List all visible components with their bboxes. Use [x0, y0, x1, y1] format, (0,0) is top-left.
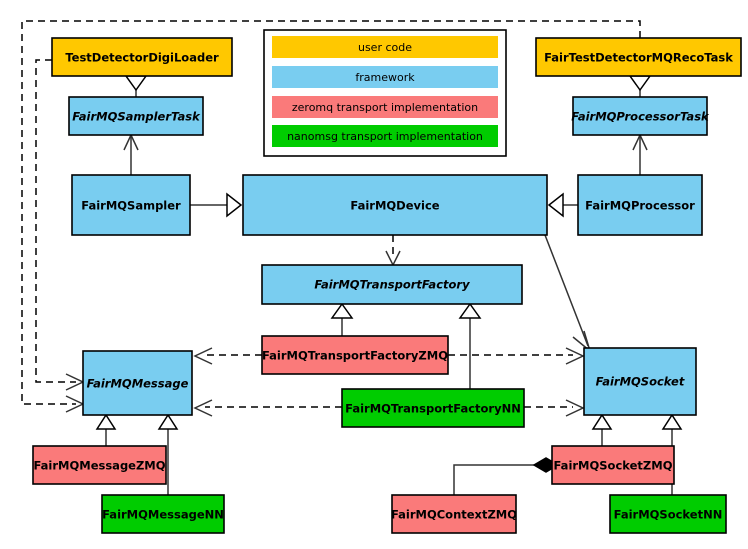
- node-label-fairmqmessagenn: FairMQMessageNN: [102, 508, 224, 522]
- node-fairmqsocketzmq[interactable]: FairMQSocketZMQ: [551, 445, 675, 485]
- node-fairmqtransportfactory[interactable]: FairMQTransportFactory: [261, 264, 523, 305]
- node-fairmqprocessortask[interactable]: FairMQProcessorTask: [571, 96, 710, 136]
- node-fairmqmessagezmq[interactable]: FairMQMessageZMQ: [32, 445, 167, 485]
- node-label-fairmqmessagezmq: FairMQMessageZMQ: [33, 459, 165, 473]
- node-box-fairmqprocessor[interactable]: [577, 174, 703, 236]
- legend-swatch-framework: [272, 66, 498, 88]
- legend-swatch-user-code: [272, 36, 498, 58]
- node-box-fairmqsocketnn[interactable]: [609, 494, 727, 534]
- node-fairmqtransportfactorynn[interactable]: FairMQTransportFactoryNN: [341, 388, 525, 428]
- node-fairmqcontextzmq[interactable]: FairMQContextZMQ: [391, 494, 517, 534]
- node-fairmqsocket[interactable]: FairMQSocket: [583, 347, 697, 416]
- arrowhead-tfnn-to-socket: [565, 399, 585, 417]
- legend-item-framework: framework: [272, 66, 498, 88]
- legend-item-nanomsg: nanomsg transport implementation: [272, 125, 498, 147]
- arrowhead-tfzmq-to-socket: [565, 347, 585, 365]
- node-box-fairmqsamplertask[interactable]: [68, 96, 204, 136]
- node-fairmqprocessor[interactable]: FairMQProcessor: [577, 174, 703, 236]
- node-box-fairmqdevice[interactable]: [242, 174, 548, 236]
- arrowhead-messagenn-to-message: [157, 413, 179, 430]
- node-layer: TestDetectorDigiLoader FairTestDetectorM…: [32, 37, 742, 534]
- node-label-fairmqtransportfactorynn: FairMQTransportFactoryNN: [345, 402, 521, 416]
- arrowhead-socketzmq-to-socket: [591, 413, 613, 430]
- legend-item-zeromq: zeromq transport implementation: [272, 96, 498, 118]
- legend-swatch-nanomsg: [272, 125, 498, 147]
- node-label-fairmqsampler: FairMQSampler: [81, 199, 181, 213]
- node-testdetectordigiloader[interactable]: TestDetectorDigiLoader: [51, 37, 233, 77]
- node-box-fairmqmessagezmq[interactable]: [32, 445, 167, 485]
- node-box-testdetectordigiloader[interactable]: [51, 37, 233, 77]
- legend-label-nanomsg: nanomsg transport implementation: [287, 130, 483, 143]
- node-label-fairmqsocketzmq: FairMQSocketZMQ: [554, 459, 673, 473]
- edge-device-to-socket: [544, 234, 589, 347]
- node-fairmqmessagenn[interactable]: FairMQMessageNN: [101, 494, 225, 534]
- node-label-fairmqdevice: FairMQDevice: [350, 199, 439, 213]
- legend-label-zeromq: zeromq transport implementation: [292, 101, 478, 114]
- arrowhead-tfnn-to-message: [193, 399, 213, 417]
- node-box-fairmqsampler[interactable]: [71, 174, 191, 236]
- node-box-fairmqcontextzmq[interactable]: [391, 494, 517, 534]
- arrowhead-processortask-to-recotask: [628, 75, 652, 92]
- node-label-fairmqtransportfactoryzmq: FairMQTransportFactoryZMQ: [262, 349, 448, 363]
- node-fairmqsampler[interactable]: FairMQSampler: [71, 174, 191, 236]
- node-label-fairmqcontextzmq: FairMQContextZMQ: [391, 508, 517, 522]
- node-box-fairmqtransportfactory[interactable]: [261, 264, 523, 305]
- node-fairmqsamplertask[interactable]: FairMQSamplerTask: [68, 96, 204, 136]
- node-label-testdetectordigiloader: TestDetectorDigiLoader: [65, 51, 219, 65]
- node-fairmqsocketnn[interactable]: FairMQSocketNN: [609, 494, 727, 534]
- arrowhead-sampler-to-device: [226, 192, 243, 218]
- node-fairmqtransportfactoryzmq[interactable]: FairMQTransportFactoryZMQ: [261, 335, 449, 375]
- node-box-fairtestdetectormqrecotask[interactable]: [535, 37, 742, 77]
- edge-layer: [21, 20, 683, 495]
- node-label-fairmqsocketnn: FairMQSocketNN: [614, 508, 723, 522]
- node-label-fairtestdetectormqrecotask: FairTestDetectorMQRecoTask: [544, 51, 733, 65]
- arrowhead-samplertask-to-digiloader: [124, 75, 148, 92]
- legend-item-user-code: user code: [272, 36, 498, 58]
- node-label-fairmqmessage: FairMQMessage: [87, 377, 189, 391]
- node-label-fairmqprocessor: FairMQProcessor: [585, 199, 695, 213]
- edge-recotask-to-message: [21, 20, 641, 405]
- legend-label-user-code: user code: [358, 41, 412, 54]
- node-box-fairmqsocket[interactable]: [583, 347, 697, 416]
- node-box-fairmqsocketzmq[interactable]: [551, 445, 675, 485]
- arrowhead-tfnn-to-transportfactory: [458, 302, 482, 319]
- node-fairmqdevice[interactable]: FairMQDevice: [242, 174, 548, 236]
- arrowhead-processor-to-device: [547, 192, 564, 218]
- legend: user code framework zeromq transport imp…: [263, 29, 507, 157]
- edge-contextzmq-to-socketzmq: [453, 464, 538, 495]
- legend-label-framework: framework: [355, 71, 415, 84]
- node-box-fairmqmessagenn[interactable]: [101, 494, 225, 534]
- node-box-fairmqtransportfactoryzmq[interactable]: [261, 335, 449, 375]
- node-label-fairmqsocket: FairMQSocket: [596, 375, 685, 389]
- node-label-fairmqsamplertask: FairMQSamplerTask: [72, 110, 201, 124]
- node-box-fairmqtransportfactorynn[interactable]: [341, 388, 525, 428]
- legend-swatch-zeromq: [272, 96, 498, 118]
- arrowhead-messagezmq-to-message: [95, 413, 117, 430]
- node-box-fairmqmessage[interactable]: [82, 350, 193, 416]
- node-label-fairmqprocessortask: FairMQProcessorTask: [571, 110, 710, 124]
- arrowhead-socketnn-to-socket: [661, 413, 683, 430]
- node-label-fairmqtransportfactory: FairMQTransportFactory: [314, 278, 470, 292]
- node-fairtestdetectormqrecotask[interactable]: FairTestDetectorMQRecoTask: [535, 37, 742, 77]
- arrowhead-tfzmq-to-transportfactory: [330, 302, 354, 319]
- node-box-fairmqprocessortask[interactable]: [572, 96, 708, 136]
- arrowhead-tfzmq-to-message: [193, 347, 213, 365]
- node-fairmqmessage[interactable]: FairMQMessage: [82, 350, 193, 416]
